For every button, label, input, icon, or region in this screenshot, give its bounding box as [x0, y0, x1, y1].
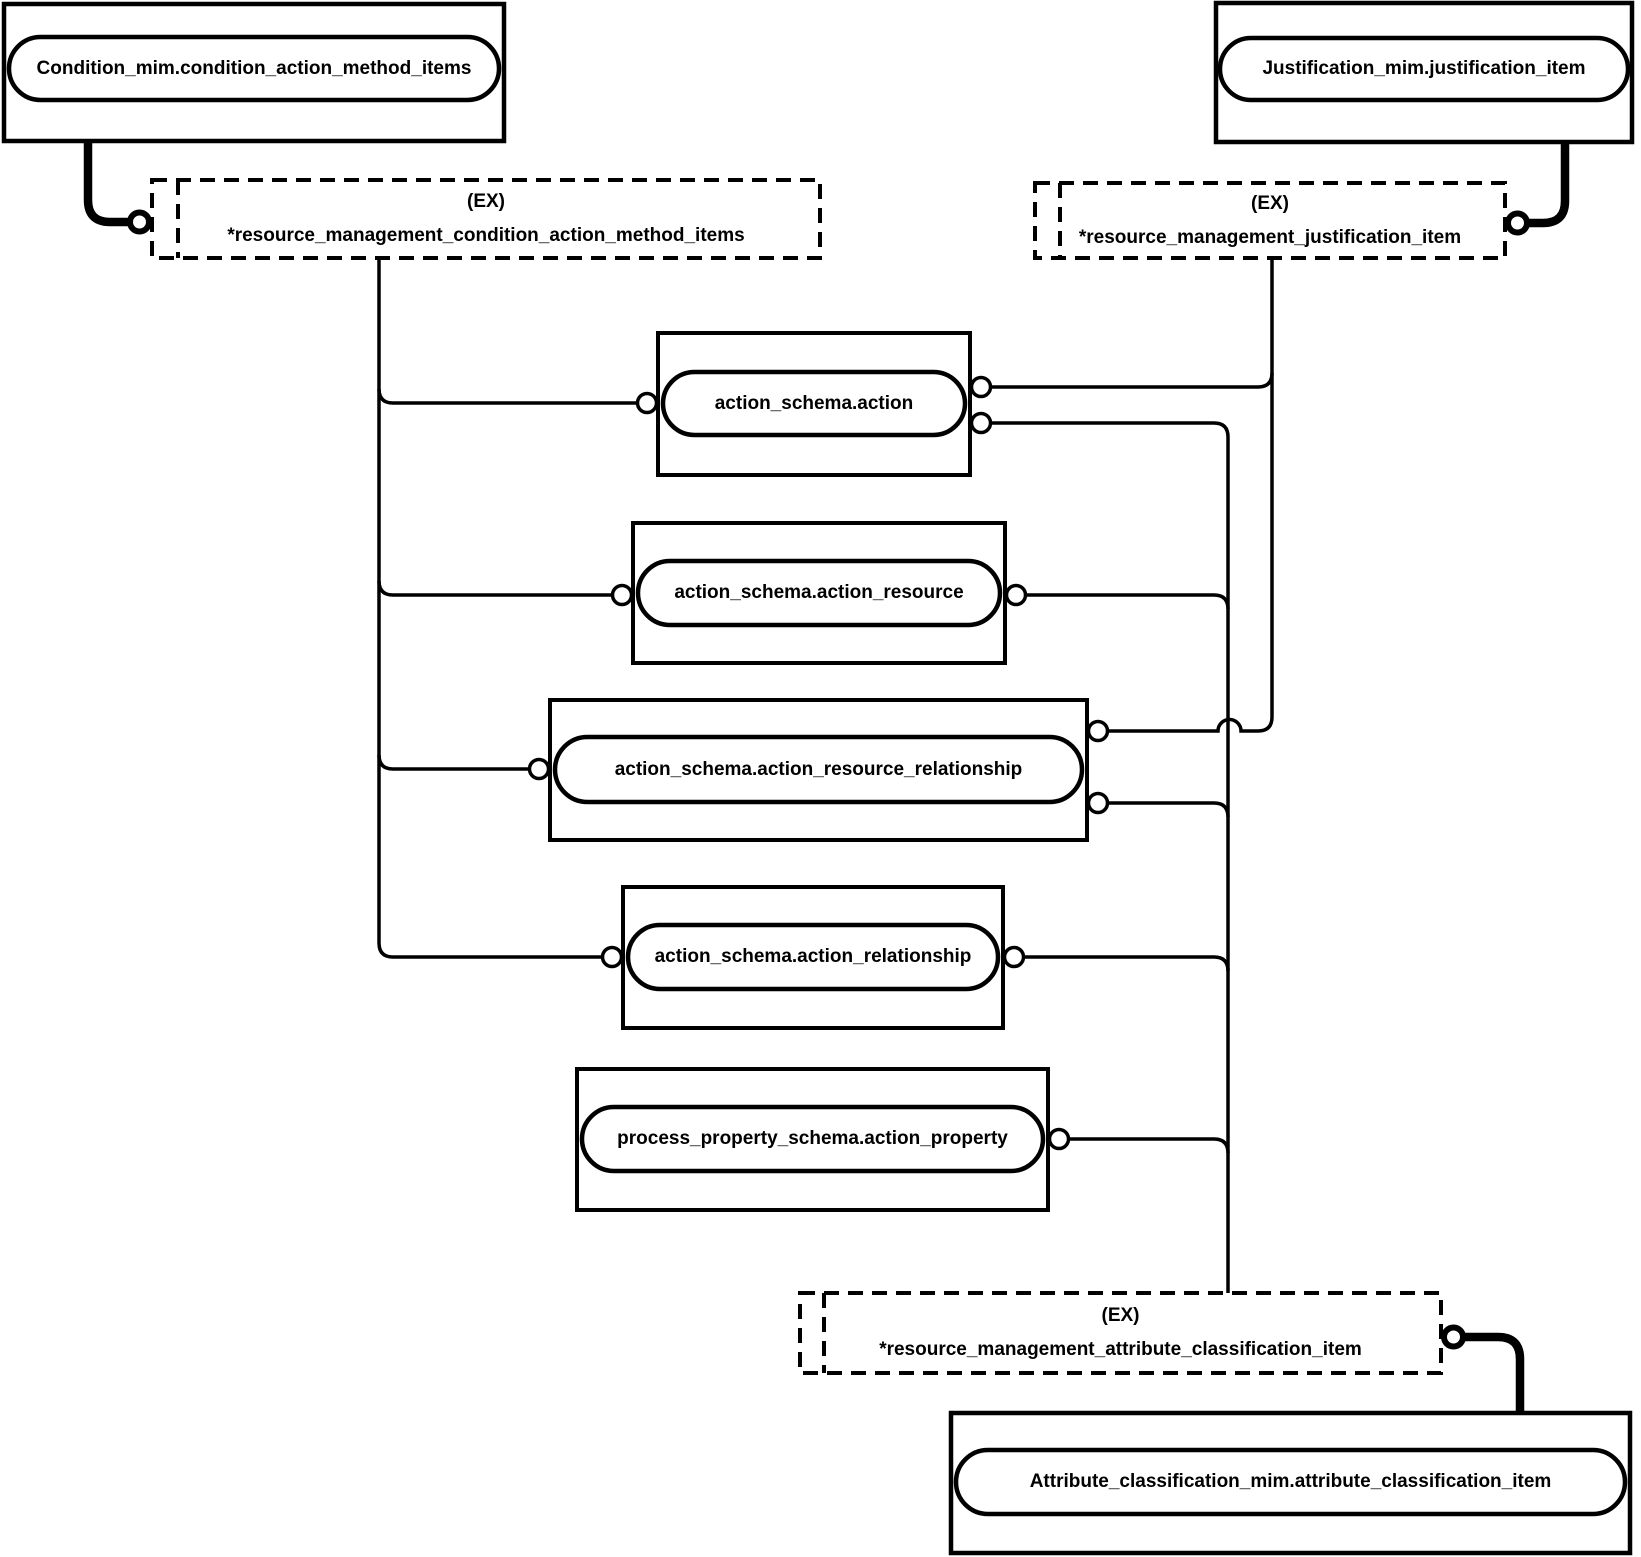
- action-relationship-stadium: [625, 922, 1001, 992]
- attribute-interface-circle: [1441, 1324, 1466, 1350]
- left-tree-trunk: [377, 258, 612, 959]
- action-property-right-circle: [1047, 1127, 1071, 1151]
- attribute-stadium: [953, 1447, 1628, 1517]
- action-resource-right-circle: [1004, 583, 1028, 607]
- attribute-interface-link: [1454, 1332, 1525, 1412]
- merge-action-resource: [1016, 593, 1230, 610]
- justification-interface-circle: [1505, 210, 1530, 236]
- condition-stadium: [6, 34, 502, 103]
- left-branch-action-resource-relationship: [377, 754, 539, 771]
- justification-interface-link: [1518, 141, 1570, 228]
- merge-action-relationship: [1014, 955, 1230, 972]
- justification-ex-box: [1033, 181, 1507, 260]
- condition-interface-link: [83, 141, 140, 227]
- action-resource-left-circle: [610, 583, 634, 607]
- right-inner-trunk: [981, 421, 1230, 1293]
- action-relationship-left-circle: [600, 945, 624, 969]
- condition-ex-box: [150, 178, 822, 260]
- attribute-ex-box: [798, 1291, 1443, 1375]
- condition-interface-circle: [127, 209, 152, 235]
- action-stadium: [660, 369, 968, 438]
- action-property-stadium: [579, 1104, 1046, 1174]
- merge-action-property: [1059, 1137, 1230, 1154]
- action-resource-relationship-stadium: [552, 734, 1085, 805]
- relationship-left-circle: [527, 757, 551, 781]
- relationship-right-lower-circle: [1086, 791, 1110, 815]
- relationship-right-upper-circle: [1086, 719, 1110, 743]
- action-relationship-right-circle: [1002, 945, 1026, 969]
- merge-relationship-lower: [1098, 801, 1230, 818]
- left-branch-action: [377, 388, 647, 405]
- left-branch-action-resource: [377, 580, 622, 597]
- justification-stadium: [1217, 35, 1631, 103]
- merge-action-upper: [981, 372, 1274, 389]
- action-right-lower-circle: [969, 411, 993, 435]
- action-right-upper-circle: [969, 375, 993, 399]
- action-left-circle: [635, 391, 659, 415]
- right-outer-trunk-with-hop: [1098, 258, 1274, 733]
- action-resource-stadium: [635, 558, 1003, 628]
